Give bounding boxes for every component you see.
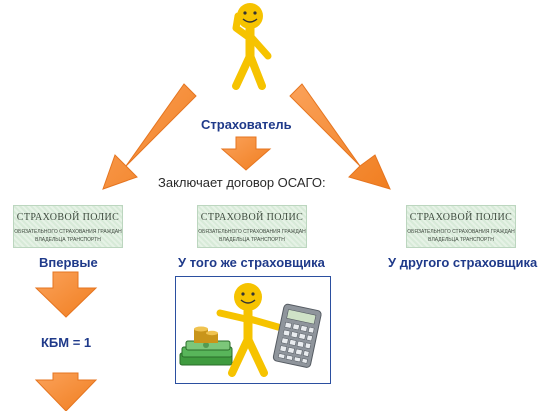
arrow-down-center bbox=[220, 136, 272, 171]
kbm-label: КБМ = 1 bbox=[41, 335, 92, 350]
arrow-to-first-time bbox=[102, 83, 197, 190]
contract-label: Заключает договор ОСАГО: bbox=[158, 175, 326, 190]
policy-card-same-insurer: СТРАХОВОЙ ПОЛИС ОБЯЗАТЕЛЬНОГО СТРАХОВАНИ… bbox=[197, 205, 307, 248]
illustration-graphics bbox=[179, 283, 322, 377]
branch-label-other-insurer: У другого страховщика bbox=[388, 255, 538, 270]
policyholder-label: Страхователь bbox=[201, 117, 292, 132]
arrow-down-first-time bbox=[34, 271, 98, 318]
policy-card-first-time: СТРАХОВОЙ ПОЛИС ОБЯЗАТЕЛЬНОГО СТРАХОВАНИ… bbox=[13, 205, 123, 248]
policy-line2: ВЛАДЕЛЬЦА ТРАНСПОРТН bbox=[219, 237, 285, 243]
policy-line2: ВЛАДЕЛЬЦА ТРАНСПОРТН bbox=[35, 237, 101, 243]
policy-title: СТРАХОВОЙ ПОЛИС bbox=[409, 212, 513, 223]
policyholder-figure bbox=[232, 3, 272, 90]
policy-line1: ОБЯЗАТЕЛЬНОГО СТРАХОВАНИЯ ГРАЖДАН bbox=[14, 229, 122, 235]
coins-icon bbox=[194, 326, 218, 343]
money-icon bbox=[179, 340, 233, 366]
policy-line2: ВЛАДЕЛЬЦА ТРАНСПОРТН bbox=[428, 237, 494, 243]
policy-title: СТРАХОВОЙ ПОЛИС bbox=[16, 212, 120, 223]
policy-line1: ОБЯЗАТЕЛЬНОГО СТРАХОВАНИЯ ГРАЖДАН bbox=[407, 229, 515, 235]
same-insurer-illustration bbox=[175, 276, 331, 384]
branch-label-same-insurer: У того же страховщика bbox=[178, 255, 325, 270]
arrow-down-kbm bbox=[34, 372, 98, 411]
figure-with-calculator bbox=[216, 283, 282, 377]
branch-label-first-time: Впервые bbox=[39, 255, 98, 270]
arrow-to-other-insurer bbox=[289, 83, 391, 190]
policy-title: СТРАХОВОЙ ПОЛИС bbox=[200, 212, 304, 223]
policy-line1: ОБЯЗАТЕЛЬНОГО СТРАХОВАНИЯ ГРАЖДАН bbox=[198, 229, 306, 235]
policy-card-other-insurer: СТРАХОВОЙ ПОЛИС ОБЯЗАТЕЛЬНОГО СТРАХОВАНИ… bbox=[406, 205, 516, 248]
calculator-icon bbox=[272, 303, 322, 368]
